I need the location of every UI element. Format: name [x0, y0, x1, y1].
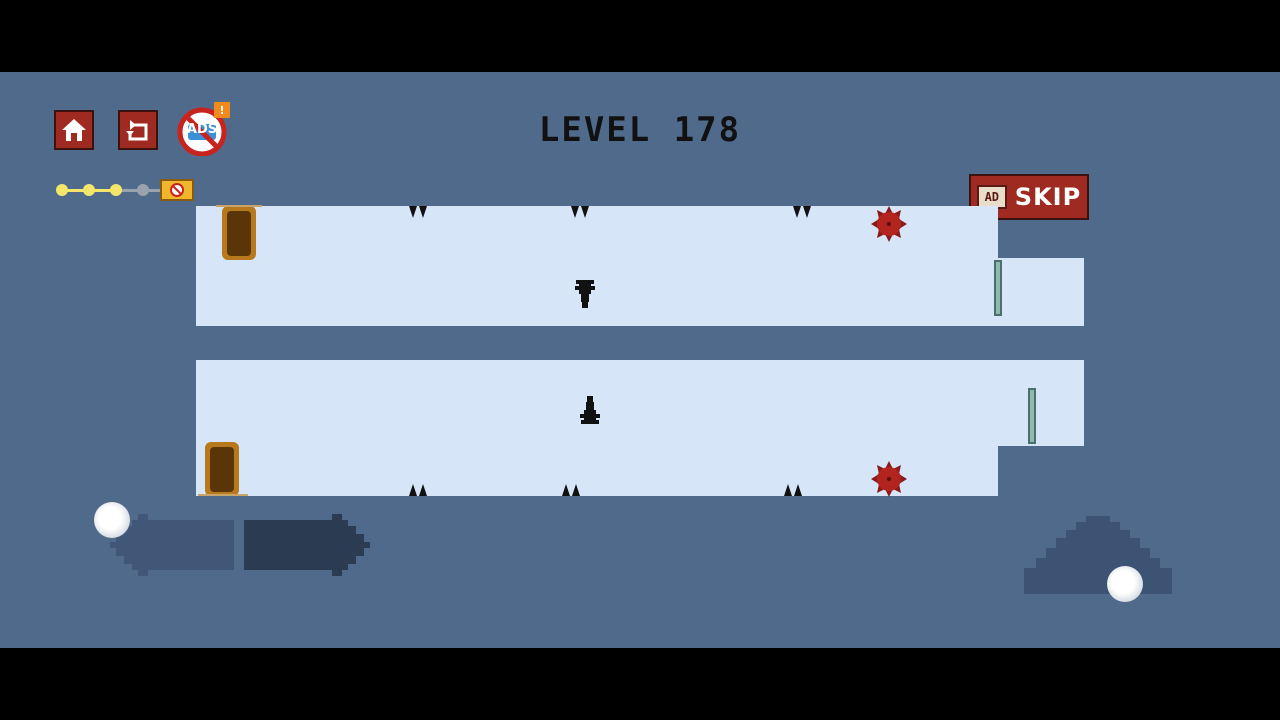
upper-corridor — [196, 206, 998, 326]
saw-blade-bottom — [871, 461, 907, 497]
home-button[interactable] — [54, 110, 94, 150]
touch-indicator-left — [94, 502, 130, 538]
game-viewport: ADS ! LEVEL 178 AD SKIP — [0, 72, 1280, 648]
upper-corridor-extension — [998, 258, 1084, 326]
player-character-inverted — [575, 280, 595, 308]
ad-badge: AD — [976, 185, 1007, 209]
touch-indicator-right — [1107, 566, 1143, 602]
restart-button[interactable] — [118, 110, 158, 150]
home-icon — [62, 119, 86, 141]
progress-dot — [110, 184, 122, 196]
lower-corridor — [196, 360, 1084, 446]
progress-dot — [56, 184, 68, 196]
ceiling-spike — [793, 206, 811, 218]
glass-barrier-bottom — [1028, 388, 1036, 444]
player-character — [580, 396, 600, 424]
floor-spike — [784, 484, 802, 496]
floor-spike — [409, 484, 427, 496]
progress-dot — [137, 184, 149, 196]
move-right-button[interactable]: arrow-right-icon — [244, 514, 372, 576]
saw-blade-top — [871, 206, 907, 242]
bonus-level-icon — [160, 179, 194, 201]
glass-barrier-top — [994, 260, 1002, 316]
ceiling-spike — [409, 206, 427, 218]
lower-corridor-floor — [196, 446, 998, 496]
floor-spike — [562, 484, 580, 496]
ceiling-spike — [571, 206, 589, 218]
skip-level-button[interactable]: AD SKIP — [969, 174, 1089, 220]
restart-icon — [126, 120, 148, 141]
progress-dot — [83, 184, 95, 196]
no-ads-label: ADS — [186, 122, 218, 137]
move-left-button[interactable]: arrow-left-icon — [108, 514, 236, 576]
no-ads-icon — [177, 107, 227, 156]
exit-door-bottom — [198, 442, 248, 496]
jump-button[interactable]: jump-arrow-icon — [1022, 514, 1174, 596]
exit-door-top — [216, 205, 262, 260]
notification-badge: ! — [214, 102, 230, 118]
skip-label: SKIP — [1014, 183, 1082, 211]
level-title: LEVEL 178 — [538, 110, 742, 150]
no-ads-button[interactable]: ADS ! — [176, 102, 230, 156]
